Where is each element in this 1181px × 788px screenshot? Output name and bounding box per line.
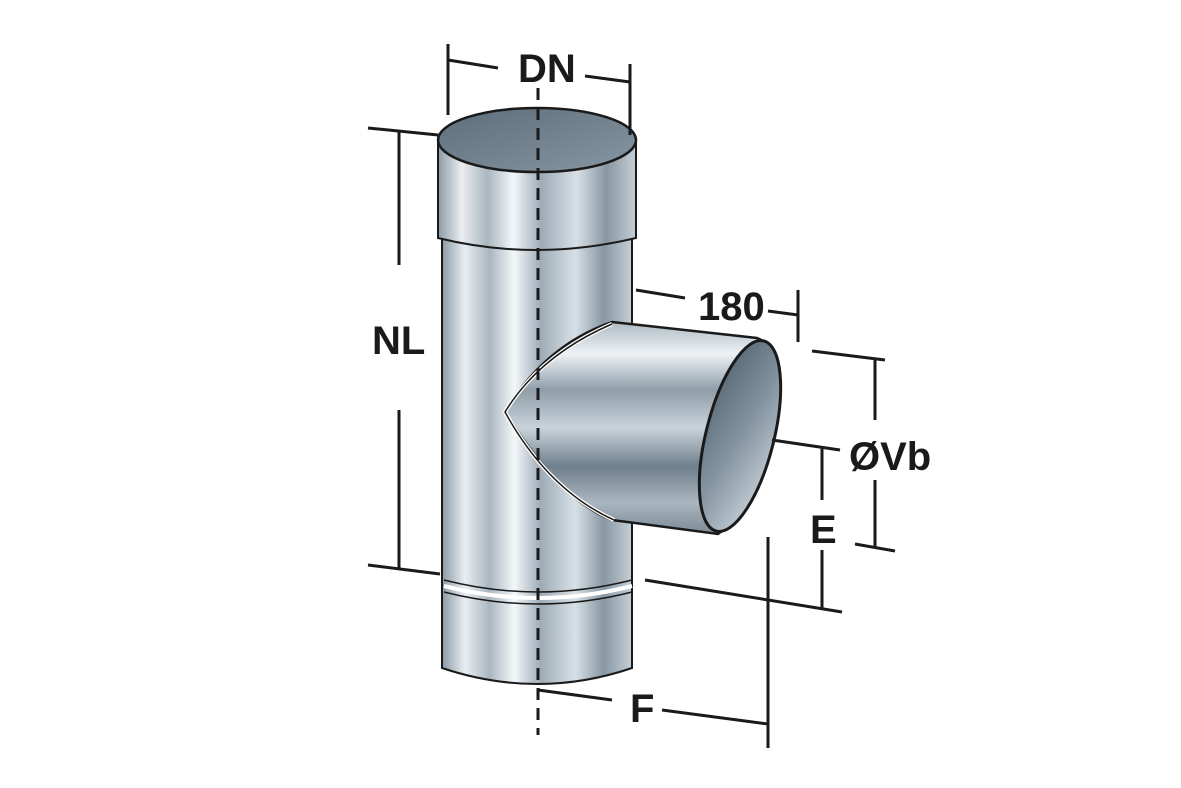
label-dn: DN [518, 47, 576, 91]
label-branch-length: 180 [698, 285, 765, 329]
label-f: F [630, 687, 654, 731]
label-e: E [810, 508, 837, 552]
label-vb: ØVb [849, 435, 931, 479]
branch-pipe [502, 320, 783, 536]
label-nl: NL [372, 319, 425, 363]
dimension-lines [367, 44, 896, 748]
branch-opening [697, 339, 783, 533]
